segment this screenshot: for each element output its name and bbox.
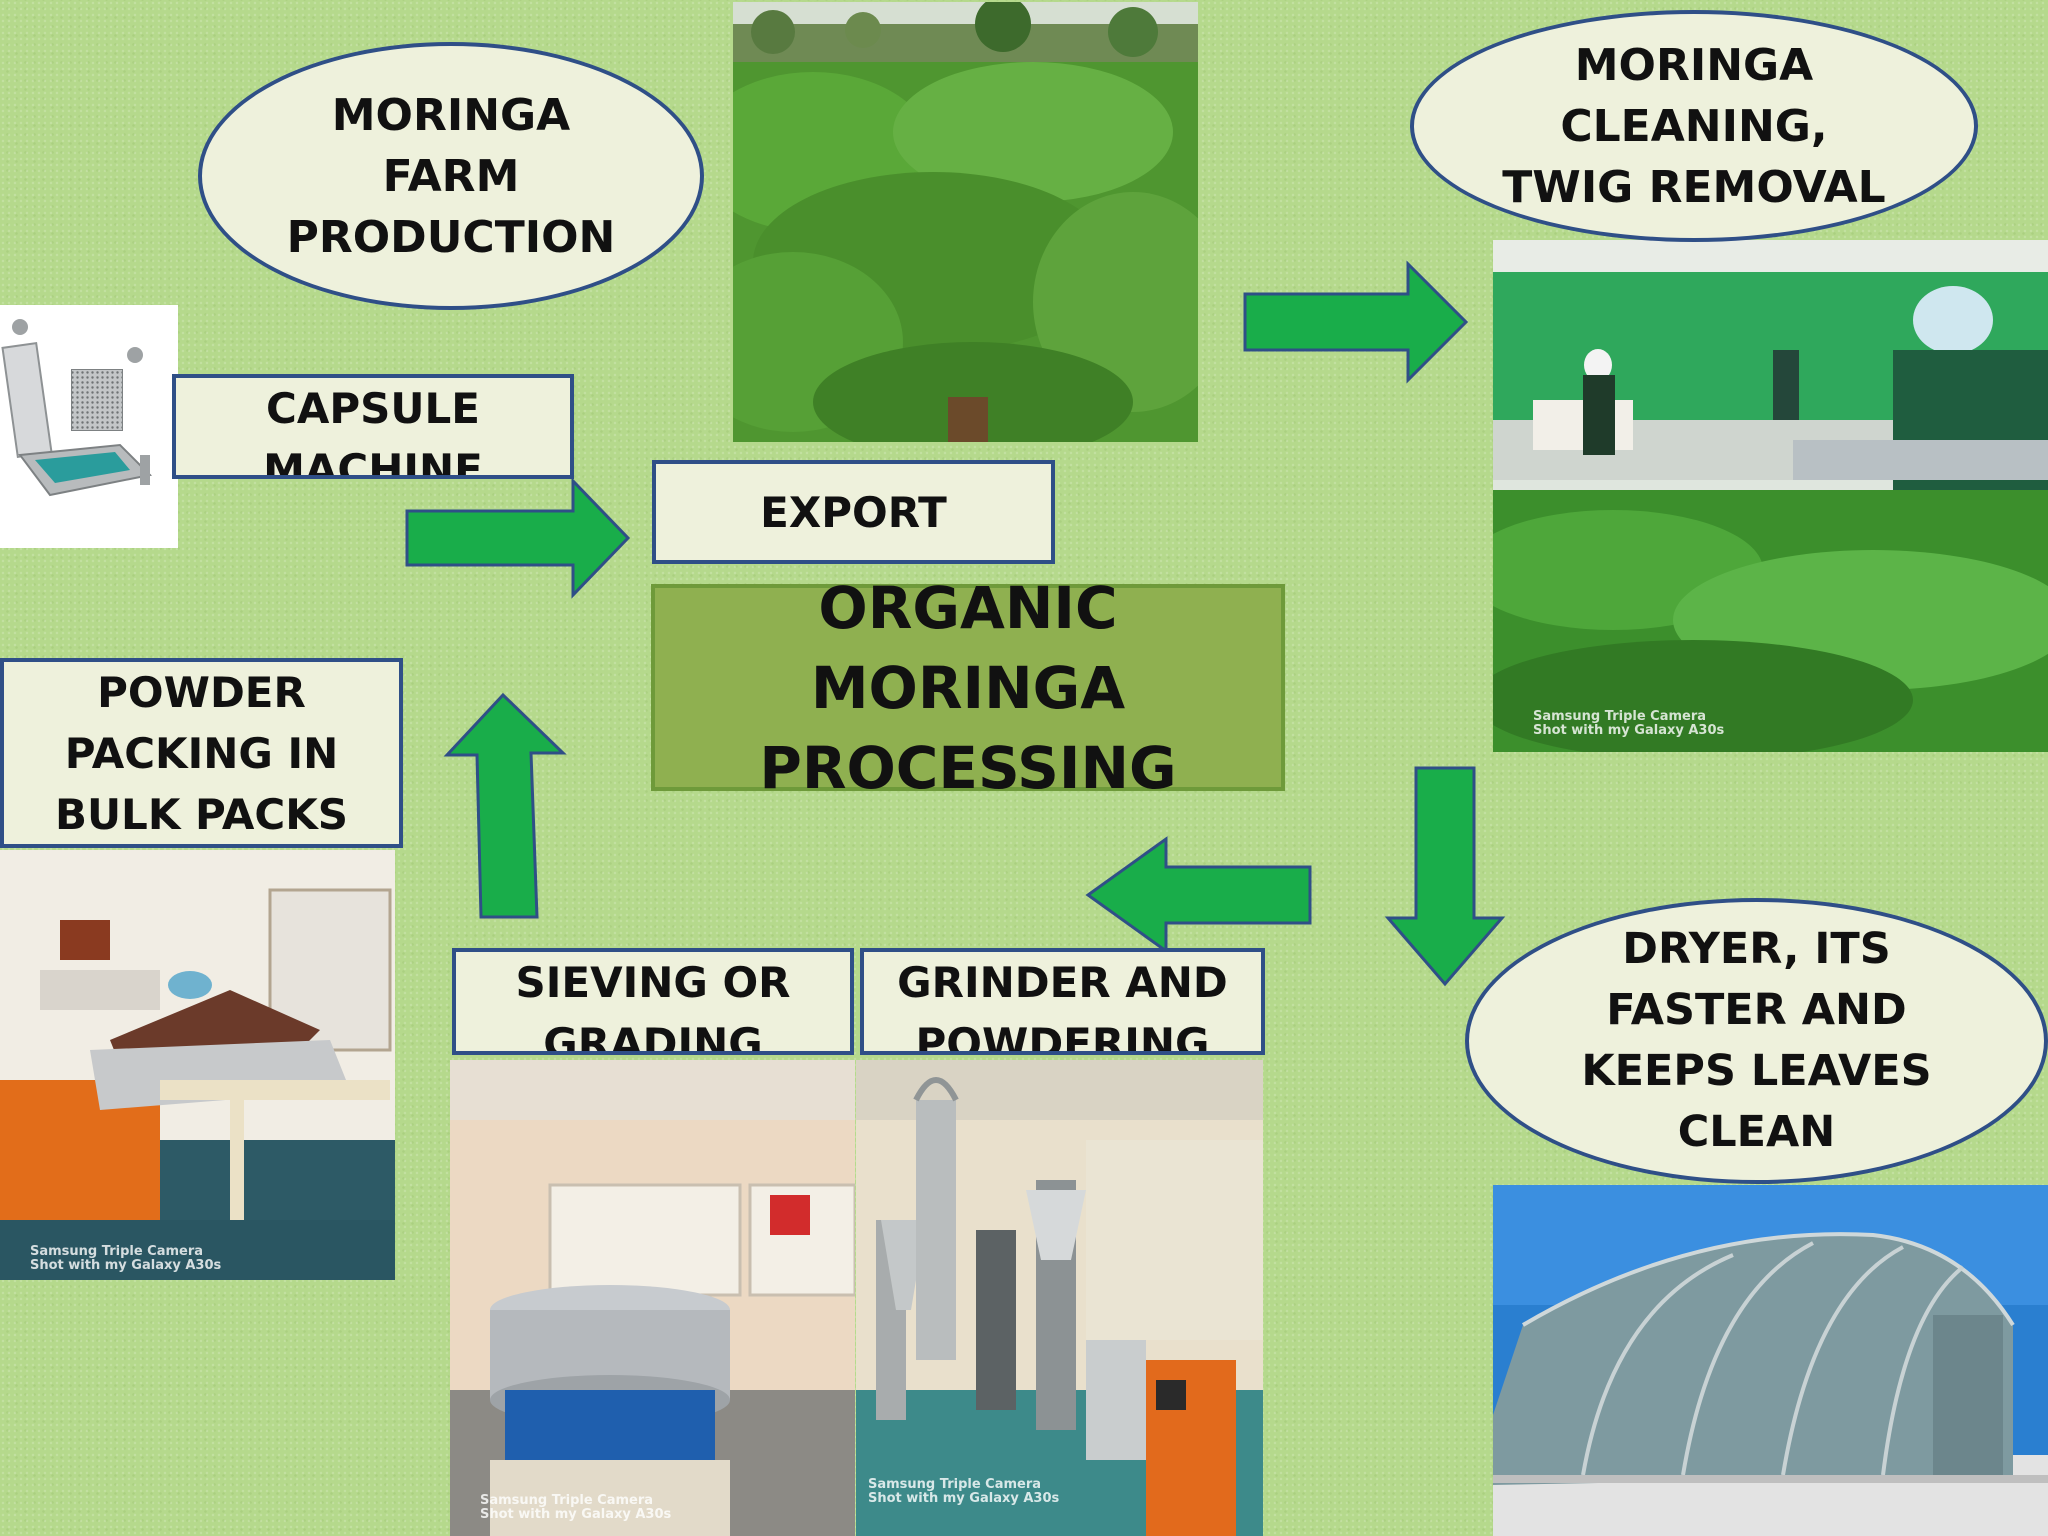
step-grinder-powdering: GRINDER AND POWDERING [860, 948, 1265, 1055]
arrow-right-farm-to-cleaning [1243, 260, 1469, 384]
photo-watermark: Samsung Triple Camera Shot with my Galax… [1533, 709, 1725, 738]
step-export: EXPORT [652, 460, 1055, 564]
arrow-up-sieving-to-export [443, 692, 567, 919]
step-powder-packing: POWDER PACKING IN BULK PACKS [0, 658, 403, 848]
step-farm-production: MORINGA FARM PRODUCTION [198, 42, 704, 310]
arrow-left-dryer-to-grinder [1085, 836, 1312, 954]
photo-watermark: Samsung Triple Camera Shot with my Galax… [480, 1493, 672, 1522]
grinder-photo: Samsung Triple Camera Shot with my Galax… [856, 1060, 1263, 1536]
step-sieving-grading: SIEVING OR GRADING [452, 948, 854, 1055]
diagram-title: ORGANIC MORINGA PROCESSING [651, 574, 1285, 802]
photo-watermark: Samsung Triple Camera Shot with my Galax… [868, 1477, 1060, 1506]
packing-photo: Samsung Triple Camera Shot with my Galax… [0, 850, 395, 1280]
photo-watermark: Samsung Triple Camera Shot with my Galax… [30, 1244, 222, 1273]
moringa-cleaning-photo: Samsung Triple Camera Shot with my Galax… [1493, 240, 2048, 752]
capsule-machine-photo [0, 305, 178, 548]
moringa-farm-photo [733, 2, 1198, 442]
arrow-down-cleaning-to-dryer [1384, 766, 1506, 987]
sieving-photo: Samsung Triple Camera Shot with my Galax… [450, 1060, 855, 1536]
arrow-right-capsule-to-export [405, 477, 631, 599]
step-dryer: DRYER, ITS FASTER AND KEEPS LEAVES CLEAN [1465, 898, 2048, 1184]
step-cleaning-twig-removal: MORINGA CLEANING, TWIG REMOVAL [1410, 10, 1978, 242]
step-capsule-machine: CAPSULE MACHINE [172, 374, 574, 479]
dryer-photo [1493, 1185, 2048, 1536]
